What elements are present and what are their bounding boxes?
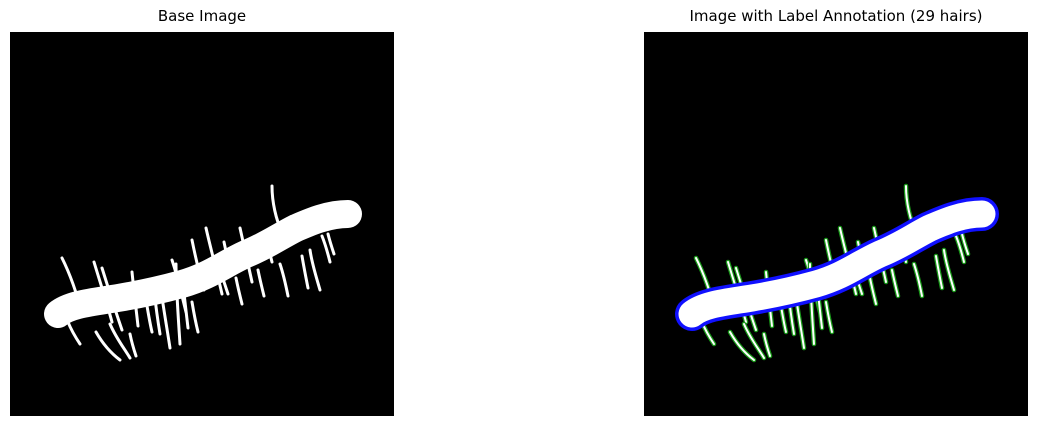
- root-hair: [743, 323, 765, 359]
- annotated-image-panel: [644, 32, 1028, 416]
- root-hair: [825, 301, 833, 333]
- root-hair: [935, 255, 943, 289]
- root-hair: [729, 331, 755, 361]
- root-hair: [128, 332, 138, 358]
- root-hair: [308, 248, 322, 292]
- root-body: [678, 200, 996, 328]
- root-hair: [943, 249, 955, 291]
- root-hair: [913, 263, 923, 297]
- root-hair: [174, 262, 182, 346]
- base-image: [10, 32, 394, 416]
- root-hair: [763, 333, 771, 357]
- root-hair: [326, 232, 336, 256]
- root-hair: [955, 235, 965, 263]
- root-hair: [869, 277, 877, 305]
- root-hair: [961, 233, 969, 255]
- root-hair: [891, 269, 899, 297]
- root-hair: [234, 276, 244, 306]
- base-image-panel: [10, 32, 394, 416]
- right-panel-title: Image with Label Annotation (29 hairs): [689, 7, 983, 25]
- root-hair: [256, 268, 266, 298]
- root-hair: [320, 234, 332, 264]
- root-hair: [94, 330, 122, 362]
- annotated-image: [644, 32, 1028, 416]
- root-hair: [278, 262, 290, 298]
- root-hair: [108, 322, 132, 360]
- left-panel-title: Base Image: [157, 7, 247, 25]
- root-body: [44, 200, 362, 328]
- root-hair: [190, 300, 200, 334]
- root-hair: [300, 254, 310, 290]
- root-hair: [66, 320, 82, 346]
